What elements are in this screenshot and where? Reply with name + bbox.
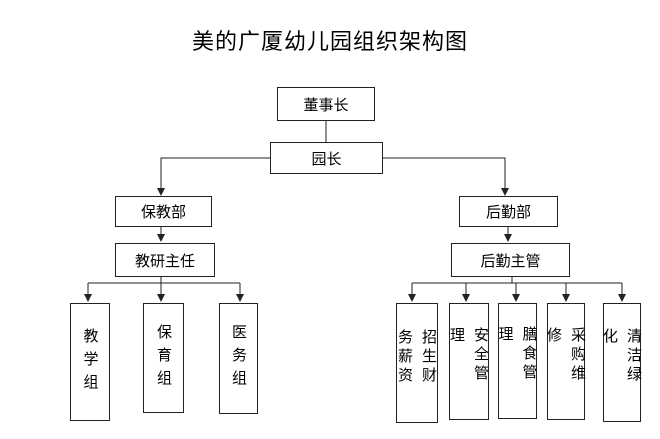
right-group-label: 招生财务薪资 xyxy=(396,329,438,386)
right-group-node: 采购维修 xyxy=(545,303,587,420)
right-group-node: 安全管理 xyxy=(448,303,490,420)
right-group-label: 清洁绿化 xyxy=(601,327,643,385)
left-head-node: 教研主任 xyxy=(115,243,215,277)
left-group-label: 医务组 xyxy=(230,324,248,393)
left-group-node: 医务组 xyxy=(219,303,258,414)
chairman-label: 董事长 xyxy=(303,95,349,114)
chairman-node: 董事长 xyxy=(277,87,375,121)
right-group-node: 清洁绿化 xyxy=(601,303,643,422)
right-dept-label: 后勤部 xyxy=(485,203,531,221)
left-dept-node: 保教部 xyxy=(115,196,212,227)
right-head-label: 后勤主管 xyxy=(480,251,541,270)
principal-node: 园长 xyxy=(270,142,383,174)
left-group-node: 保育组 xyxy=(143,303,184,413)
right-group-node: 膳食管理 xyxy=(497,303,539,419)
right-group-label: 采购维修 xyxy=(545,326,587,384)
chart-title: 美的广厦幼儿园组织架构图 xyxy=(191,30,468,55)
left-dept-label: 保教部 xyxy=(140,203,186,221)
right-group-node: 招生财务薪资 xyxy=(396,303,438,423)
right-group-label: 膳食管理 xyxy=(496,326,539,383)
left-head-label: 教研主任 xyxy=(134,251,195,270)
right-group-label: 安全管理 xyxy=(448,326,490,384)
left-group-node: 教学组 xyxy=(70,303,110,421)
principal-label: 园长 xyxy=(311,149,342,168)
left-group-label: 保育组 xyxy=(155,323,173,393)
right-head-node: 后勤主管 xyxy=(451,243,570,277)
right-dept-node: 后勤部 xyxy=(459,196,558,227)
left-group-label: 教学组 xyxy=(81,327,100,397)
